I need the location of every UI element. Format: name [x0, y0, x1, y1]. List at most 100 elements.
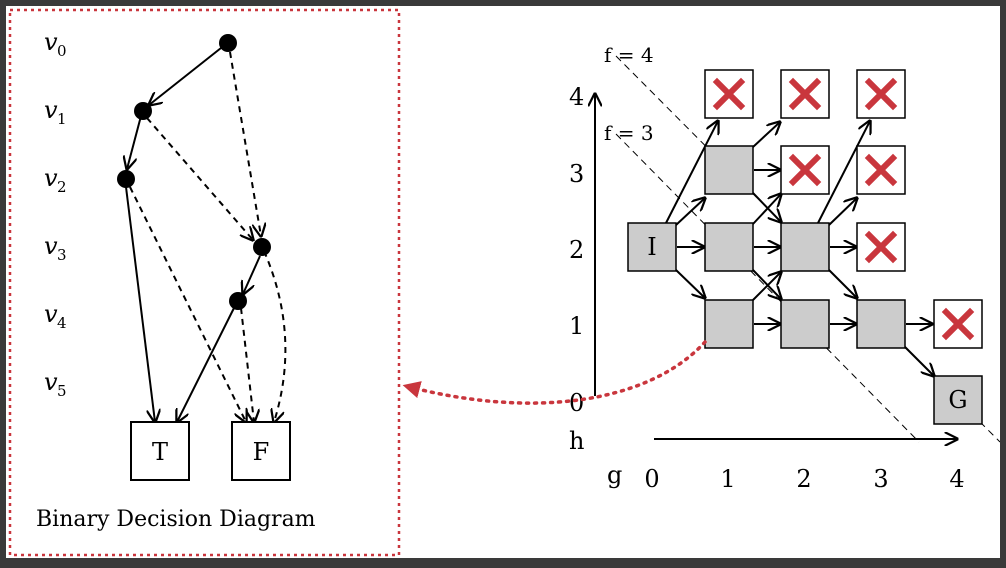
- cross-icon: [864, 230, 898, 264]
- edge-v3-false-low: [263, 250, 287, 422]
- bdd-node-v2: [117, 170, 135, 188]
- connector-arrow: [402, 340, 707, 405]
- variable-label-v3: v 3: [44, 232, 67, 264]
- h-tick-3: 3: [569, 160, 584, 188]
- goal-label: G: [948, 386, 967, 414]
- bdd-high-edges: [125, 47, 261, 422]
- bdd-nodes: [117, 34, 271, 310]
- state-f: [856, 299, 906, 349]
- state-initial: [627, 222, 677, 272]
- arrow-i-to-x1: [665, 121, 718, 224]
- initial-label: I: [647, 233, 656, 261]
- svg-text:3: 3: [57, 246, 67, 264]
- g-tick-labels: 0 1 2 3 4: [644, 465, 964, 493]
- svg-text:v: v: [44, 232, 58, 260]
- pruned-node-2: [780, 69, 830, 119]
- edge-v0-v1-high: [149, 47, 222, 105]
- arrow-b-to-e: [752, 269, 781, 299]
- pruned-node-6: [856, 222, 906, 272]
- svg-text:2: 2: [57, 178, 67, 196]
- g-axis-label: g: [607, 461, 622, 489]
- bdd-low-edges: [129, 51, 287, 422]
- svg-text:T: T: [152, 438, 168, 466]
- variable-label-v1: v 1: [44, 96, 67, 128]
- svg-text:4: 4: [57, 314, 67, 332]
- state-d: [780, 222, 830, 272]
- pruned-node-4: [780, 145, 830, 195]
- cross-icon: [864, 77, 898, 111]
- bdd-node-v4: [229, 292, 247, 310]
- edge-v2-true-high: [125, 186, 155, 422]
- variable-labels: v 0 v 1 v 2 v 3 v 4 v 5: [44, 28, 67, 400]
- edge-v1-v2-high: [127, 115, 142, 169]
- arrow-d-to-x3: [817, 121, 870, 224]
- cross-icon: [941, 307, 975, 341]
- cross-icon: [864, 153, 898, 187]
- svg-text:F: F: [253, 438, 270, 466]
- arrow-i-to-c: [675, 269, 705, 298]
- h-tick-0: 0: [569, 389, 584, 417]
- arrow-i-to-a: [675, 198, 705, 226]
- h-axis-label: h: [569, 427, 584, 455]
- edge-v4-true-high: [177, 305, 236, 422]
- pruned-nodes: [704, 69, 983, 349]
- variable-label-v4: v 4: [44, 300, 67, 332]
- state-c: [704, 299, 754, 349]
- f3-label: f = 3: [604, 121, 654, 145]
- g-tick-2: 2: [796, 465, 811, 493]
- h-tick-1: 1: [569, 312, 584, 340]
- bdd-panel-border: [8, 8, 401, 557]
- h-tick-labels: 0 1 2 3 4: [569, 83, 584, 417]
- figure-svg: v 0 v 1 v 2 v 3 v 4 v 5: [8, 8, 1000, 557]
- terminal-true: T: [130, 421, 190, 481]
- f4-contour-line: [615, 55, 1000, 443]
- pruned-node-7: [933, 299, 983, 349]
- edge-v2-false-low: [129, 186, 246, 422]
- edge-v1-v3-low: [146, 117, 253, 240]
- g-tick-3: 3: [873, 465, 888, 493]
- pruned-node-1: [704, 69, 754, 119]
- g-tick-1: 1: [720, 465, 735, 493]
- svg-text:v: v: [44, 368, 58, 396]
- h-tick-4: 4: [569, 83, 584, 111]
- svg-text:0: 0: [57, 42, 67, 60]
- g-tick-4: 4: [949, 465, 964, 493]
- state-goal: [933, 375, 983, 425]
- edge-v4-false-low: [240, 307, 254, 422]
- arrow-a-to-x2: [752, 122, 780, 148]
- figure-canvas: v 0 v 1 v 2 v 3 v 4 v 5: [6, 6, 1000, 558]
- pruned-node-3: [856, 69, 906, 119]
- variable-label-v2: v 2: [44, 164, 67, 196]
- h-tick-2: 2: [569, 236, 584, 264]
- cross-icon: [712, 77, 746, 111]
- variable-label-v0: v 0: [44, 28, 67, 60]
- svg-text:v: v: [44, 96, 58, 124]
- svg-text:5: 5: [57, 382, 67, 400]
- state-a: [704, 145, 754, 195]
- arrow-d-to-f: [828, 269, 857, 298]
- svg-text:1: 1: [57, 110, 67, 128]
- f4-label: f = 4: [604, 43, 654, 67]
- state-b: [704, 222, 754, 272]
- edge-v3-v4-high: [243, 255, 261, 294]
- bdd-caption: Binary Decision Diagram: [36, 507, 316, 532]
- variable-label-v5: v 5: [44, 368, 67, 400]
- state-nodes: [627, 145, 983, 425]
- arrow-b-to-x4: [752, 194, 781, 225]
- arrow-c-to-d: [752, 272, 781, 301]
- svg-text:v: v: [44, 164, 58, 192]
- transition-arrows: [665, 121, 934, 376]
- edge-v0-v3-low: [229, 51, 261, 236]
- bdd-node-v0: [219, 34, 237, 52]
- cross-icon: [788, 153, 822, 187]
- state-e: [780, 299, 830, 349]
- arrow-d-to-x5: [828, 198, 857, 226]
- bdd-node-v1: [134, 102, 152, 120]
- svg-text:v: v: [44, 300, 58, 328]
- pruned-node-5: [856, 145, 906, 195]
- terminal-false: F: [231, 421, 291, 481]
- arrow-f-to-goal: [904, 346, 934, 376]
- arrow-a-to-d: [752, 192, 781, 222]
- bdd-node-v3: [253, 238, 271, 256]
- svg-text:v: v: [44, 28, 58, 56]
